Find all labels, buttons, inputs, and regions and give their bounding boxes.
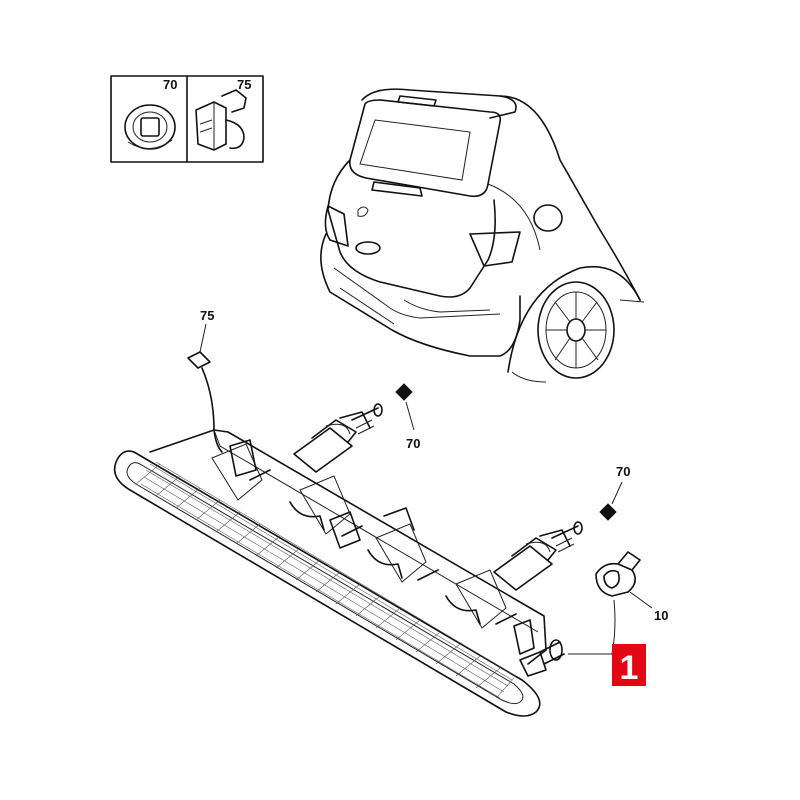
upper-bulb-holder (293, 403, 383, 473)
part-number-badge (612, 644, 646, 686)
callout-label-70-lower: 70 (616, 464, 630, 479)
grommet-lower-callout: 70 (599, 464, 630, 521)
lower-bulb-holder (493, 521, 583, 591)
callout-label-75: 75 (200, 308, 214, 323)
bulb-holder-callout: 10 (595, 551, 668, 623)
brake-light-assembly (113, 403, 583, 717)
bulb-holder-icon (595, 551, 641, 597)
callout-label-10: 10 (654, 608, 668, 623)
grommet-icon (124, 104, 176, 150)
main-part-callout: 1 (568, 599, 646, 687)
callout-label-70-upper: 70 (406, 436, 420, 451)
clip-icon (195, 89, 247, 151)
connector-clip-callout: 75 (187, 308, 223, 453)
inset-label-right: 75 (237, 77, 251, 92)
connector-clip-icon (187, 351, 211, 369)
grommet-upper-icon (395, 383, 413, 401)
inset-label-left: 70 (163, 77, 177, 92)
inset-panel: 70 75 (110, 75, 264, 163)
lens-grid (135, 461, 517, 699)
part-number-text: 1 (620, 649, 639, 687)
grommet-upper-callout: 70 (395, 383, 420, 451)
wire-harness (201, 367, 223, 453)
grommet-lower-icon (599, 503, 617, 521)
car-rear-illustration (320, 88, 645, 383)
